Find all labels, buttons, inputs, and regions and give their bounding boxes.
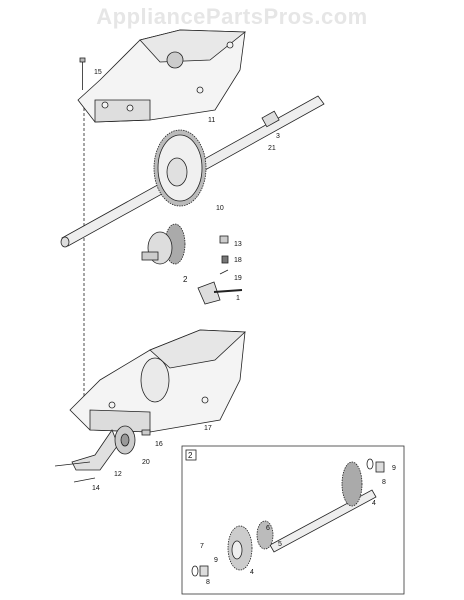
shift-fork-1 xyxy=(197,281,243,305)
callout-21: 21 xyxy=(268,145,276,152)
callout-11: 11 xyxy=(208,117,215,124)
inset-gear-4a xyxy=(341,461,363,507)
small-parts-13-18-19 xyxy=(219,235,229,275)
callout-20: 20 xyxy=(142,459,150,466)
inset-shaft xyxy=(269,489,377,553)
inset-gear-4b xyxy=(227,525,253,571)
upper-housing xyxy=(77,29,247,123)
callout-14: 14 xyxy=(92,485,100,492)
inset-bushing-8a xyxy=(375,461,385,473)
lower-housing-17 xyxy=(69,329,246,433)
inset-callout-5: 5 xyxy=(278,541,282,548)
inset-callout-8b: 8 xyxy=(206,579,210,586)
inset-washer-9a xyxy=(366,458,374,470)
inset-callout-9a: 9 xyxy=(392,465,396,472)
callout-1: 1 xyxy=(236,295,240,302)
inset-box xyxy=(181,445,405,595)
inset-callout-9b: 9 xyxy=(214,557,218,564)
callout-16: 16 xyxy=(155,441,163,448)
pulley-20 xyxy=(114,425,136,455)
inset-callout-6: 6 xyxy=(266,525,270,532)
inset-bushing-8b xyxy=(199,565,209,577)
callout-2: 2 xyxy=(183,275,188,284)
callout-19: 19 xyxy=(234,275,242,282)
inset-gear-6 xyxy=(256,520,274,550)
bolt-15 xyxy=(79,57,86,90)
callout-18: 18 xyxy=(234,257,242,264)
callout-10: 10 xyxy=(216,205,224,212)
inset-washer-9b xyxy=(191,565,199,577)
bolt-14 xyxy=(73,477,96,483)
inset-box-tag xyxy=(185,449,197,461)
inset-callout-4a: 4 xyxy=(372,500,376,507)
key-16 xyxy=(141,429,151,436)
brake-lever-12 xyxy=(54,429,119,471)
gear-assembly-2 xyxy=(141,223,186,265)
inset-callout-7: 7 xyxy=(200,543,204,550)
inset-label: 2 xyxy=(188,451,193,460)
callout-17: 17 xyxy=(204,425,212,432)
callout-3: 3 xyxy=(276,133,280,140)
inset-callout-4b: 4 xyxy=(250,569,254,576)
callout-12: 12 xyxy=(114,471,122,478)
callout-labels: 15 11 3 21 10 13 18 19 1 2 17 16 20 12 1… xyxy=(92,69,396,586)
callout-13: 13 xyxy=(234,241,242,248)
callout-15: 15 xyxy=(94,69,102,76)
inset-callout-8a: 8 xyxy=(382,479,386,486)
ring-gear-10 xyxy=(153,129,207,207)
watermark-text: AppliancePartsPros.com xyxy=(96,4,368,29)
